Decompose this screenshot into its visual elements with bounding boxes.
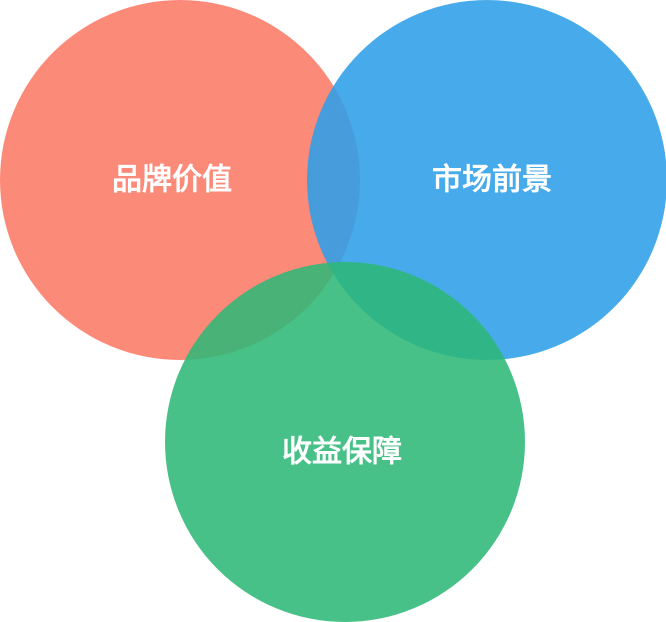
label-revenue-guarantee: 收益保障 [282,435,402,470]
label-brand-value: 品牌价值 [112,163,232,198]
circle-revenue-guarantee [165,262,525,622]
label-market-prospect: 市场前景 [432,163,552,198]
circle-brand-value [0,0,360,360]
